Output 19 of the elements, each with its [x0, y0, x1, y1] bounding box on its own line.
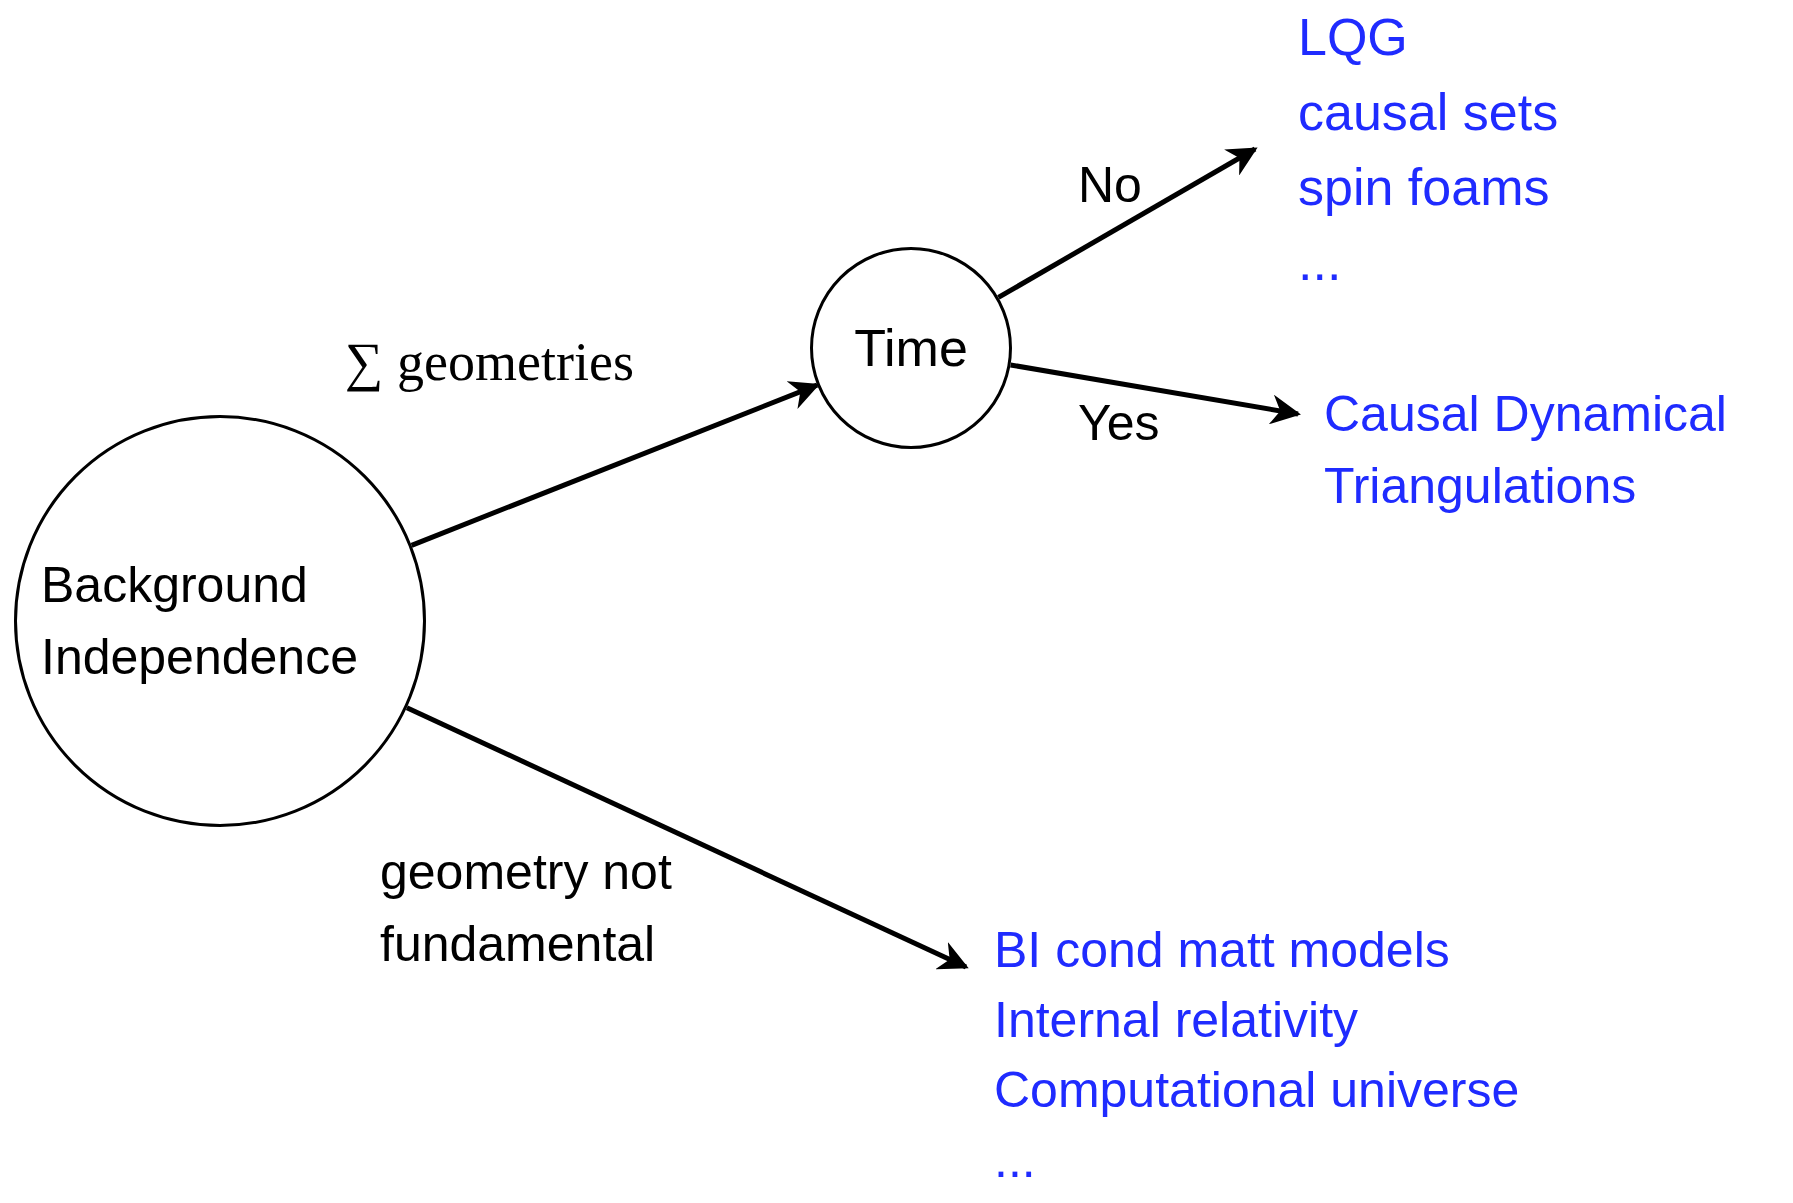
text-item: ...: [994, 1131, 1037, 1190]
edge-label: No: [1078, 156, 1142, 215]
text-item: LQG: [1298, 7, 1409, 68]
arrow: [405, 705, 969, 970]
edge-label: ∑ geometries: [345, 331, 634, 394]
text-item: Computational universe: [994, 1061, 1521, 1120]
arrow: [410, 381, 820, 548]
text-item: causal sets: [1298, 82, 1560, 143]
text-item: Internal relativity: [994, 991, 1360, 1050]
arrow: [997, 146, 1258, 300]
edge-label: Yes: [1078, 394, 1160, 453]
text-item: BI cond matt models: [994, 921, 1451, 980]
edge-label: geometry not fundamental: [380, 843, 673, 974]
node-label: Time: [853, 318, 969, 379]
text-item: Causal Dynamical Triangulations: [1324, 385, 1728, 516]
arrow: [1010, 362, 1301, 425]
text-item: ...: [1298, 232, 1343, 293]
text-item: spin foams: [1298, 157, 1551, 218]
node-label: Background Independence: [40, 556, 359, 687]
